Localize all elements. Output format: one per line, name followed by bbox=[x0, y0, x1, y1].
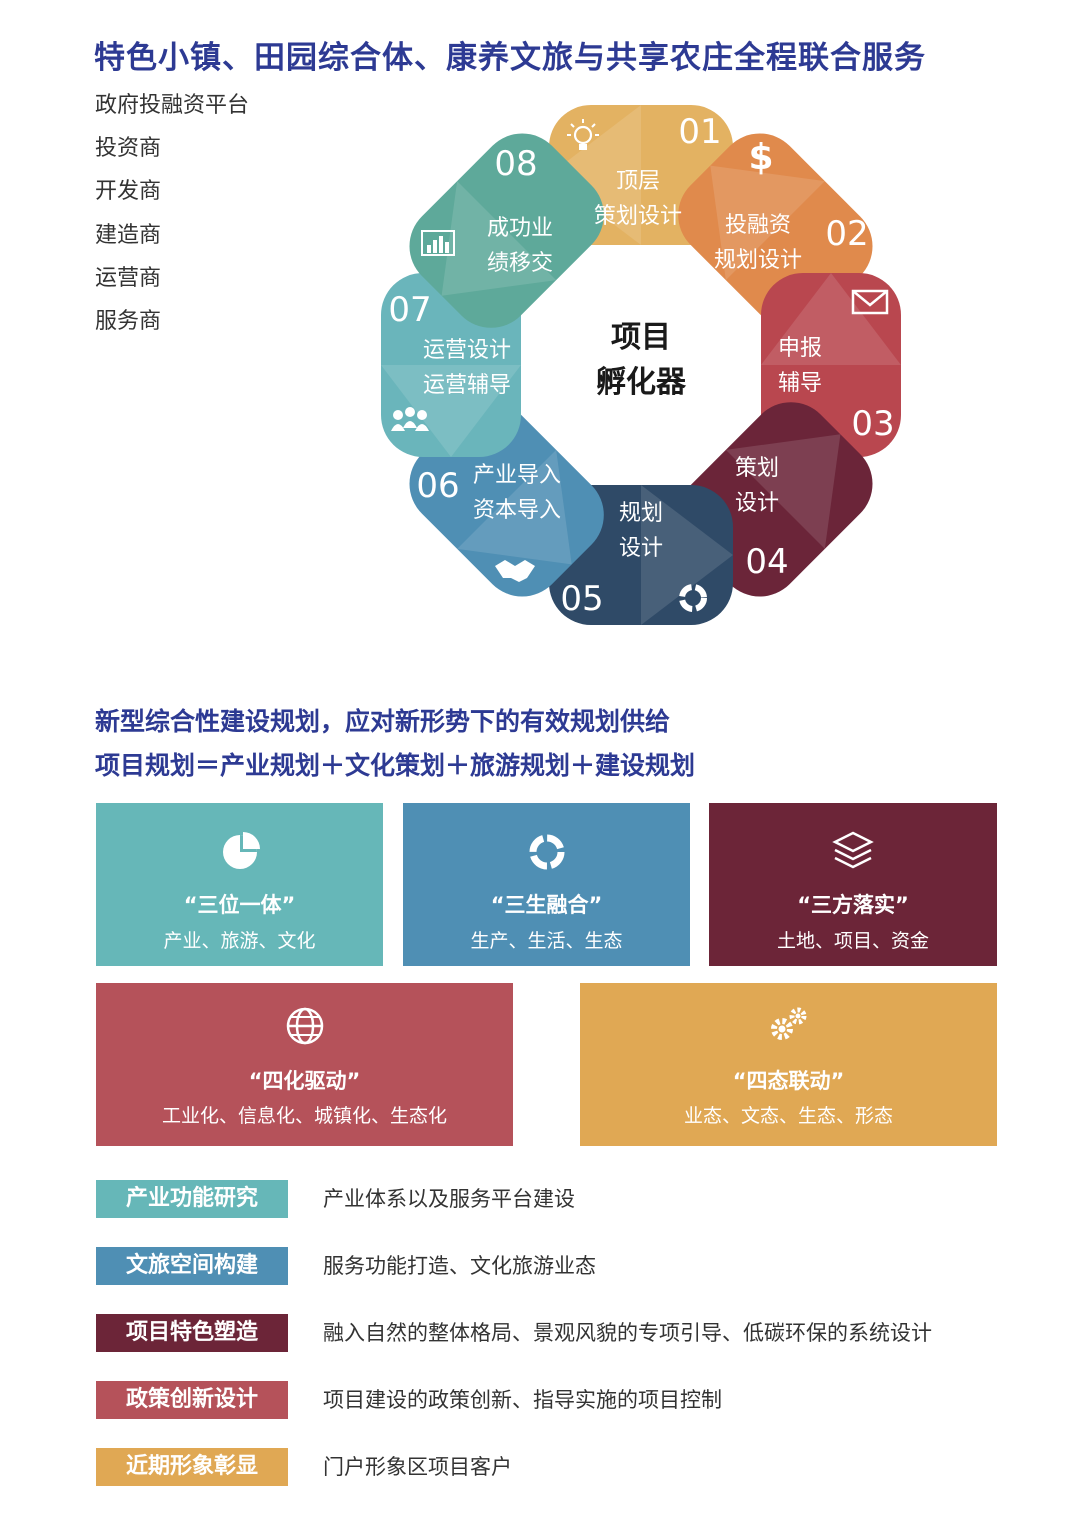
incubator-petal-number: 08 bbox=[494, 144, 537, 184]
stakeholder-list: 政府投融资平台 投资商 开发商 建造商 运营商 服务商 bbox=[95, 90, 249, 349]
incubator-petal-number: 07 bbox=[388, 290, 431, 330]
incubator-petal-label: 顶层 bbox=[616, 169, 660, 194]
incubator-petal-label: 成功业 bbox=[487, 216, 553, 241]
incubator-petal-label: 策划 bbox=[735, 456, 779, 481]
feature-box-title: “三方落实” bbox=[797, 893, 909, 917]
stakeholder-item: 政府投融资平台 bbox=[95, 93, 250, 118]
cycle-icon bbox=[526, 831, 568, 877]
incubator-petal-label: 运营辅导 bbox=[423, 373, 511, 398]
incubator-petal-shape bbox=[409, 133, 604, 328]
feature-box-four-modernization: “四化驱动” 工业化、信息化、城镇化、生态化 bbox=[96, 983, 513, 1146]
feature-box-title: “四态联动” bbox=[732, 1069, 845, 1093]
incubator-petal-number: 04 bbox=[745, 542, 788, 582]
stakeholder-item: 建造商 bbox=[95, 222, 162, 248]
people-icon bbox=[391, 407, 429, 431]
incubator-petal-number: 03 bbox=[851, 404, 894, 444]
incubator-petal-label: 规划设计 bbox=[714, 248, 802, 273]
item-tag: 近期形象彰显 bbox=[96, 1448, 288, 1486]
feature-box-title: “三生融合” bbox=[490, 893, 603, 917]
item-tag: 政策创新设计 bbox=[96, 1381, 288, 1419]
incubator-petal-label: 产业导入 bbox=[473, 463, 561, 488]
gears-icon bbox=[767, 1005, 811, 1049]
incubator-petal-label: 设计 bbox=[619, 536, 663, 561]
incubator-petal-label: 策划设计 bbox=[594, 204, 682, 229]
incubator-petal-number: 01 bbox=[678, 112, 721, 152]
envelope-icon bbox=[851, 289, 889, 315]
item-desc: 产业体系以及服务平台建设 bbox=[323, 1187, 575, 1211]
stakeholder-item: 投资商 bbox=[95, 136, 162, 162]
incubator-petal bbox=[409, 133, 604, 328]
feature-box-trinity: “三位一体” 产业、旅游、文化 bbox=[96, 803, 383, 966]
incubator-petal-label: 设计 bbox=[735, 491, 779, 516]
incubator-petal-label: 资本导入 bbox=[473, 498, 561, 523]
feature-box-three-life: “三生融合” 生产、生活、生态 bbox=[403, 803, 690, 966]
subtitle-2: 项目规划＝产业规划＋文化策划＋旅游规划＋建设规划 bbox=[95, 751, 696, 780]
feature-box-desc: 业态、文态、生态、形态 bbox=[683, 1105, 893, 1127]
incubator-petal-number: 05 bbox=[560, 579, 603, 619]
dollar-icon: $ bbox=[748, 137, 773, 178]
feature-box-desc: 生产、生活、生态 bbox=[470, 930, 623, 952]
incubator-petal-label: 辅导 bbox=[778, 371, 822, 396]
incubator-petal-label: 运营设计 bbox=[423, 338, 511, 363]
item-tag: 文旅空间构建 bbox=[96, 1247, 288, 1285]
page-title: 特色小镇、田园综合体、康养文旅与共享农庄全程联合服务 bbox=[94, 40, 926, 76]
bar-chart-icon bbox=[421, 230, 455, 256]
feature-box-title: “四化驱动” bbox=[248, 1069, 361, 1093]
cycle-icon bbox=[679, 584, 707, 612]
lightbulb-icon bbox=[567, 119, 599, 150]
globe-icon bbox=[284, 1005, 326, 1051]
incubator-center-line-2: 孵化器 bbox=[596, 365, 687, 400]
item-desc: 门户形象区项目客户 bbox=[323, 1455, 512, 1479]
incubator-center-line-1: 项目 bbox=[611, 320, 671, 355]
item-desc: 项目建设的政策创新、指导实施的项目控制 bbox=[323, 1388, 722, 1412]
incubator-petal-label: 规划 bbox=[619, 501, 663, 526]
incubator-petal-label: 申报 bbox=[778, 336, 822, 361]
incubator-petal-label: 投融资 bbox=[725, 213, 791, 238]
incubator-petal-number: 02 bbox=[825, 214, 868, 254]
stakeholder-item: 开发商 bbox=[95, 179, 162, 205]
layers-icon bbox=[831, 829, 875, 877]
stakeholder-item: 服务商 bbox=[95, 308, 162, 334]
svg-text:$: $ bbox=[748, 137, 773, 178]
item-desc: 服务功能打造、文化旅游业态 bbox=[323, 1254, 596, 1278]
stakeholder-item: 运营商 bbox=[95, 265, 162, 291]
item-tag: 项目特色塑造 bbox=[96, 1314, 288, 1352]
feature-box-desc: 工业化、信息化、城镇化、生态化 bbox=[161, 1105, 447, 1127]
pie-chart-icon bbox=[219, 831, 261, 877]
item-tag: 产业功能研究 bbox=[96, 1180, 288, 1218]
incubator-petal-number: 06 bbox=[416, 466, 459, 506]
feature-box-title: “三位一体” bbox=[183, 893, 296, 917]
incubator-petal-label: 绩移交 bbox=[487, 251, 553, 276]
handshake-icon bbox=[495, 560, 535, 582]
feature-box-desc: 产业、旅游、文化 bbox=[163, 930, 316, 952]
feature-box-three-party: “三方落实” 土地、项目、资金 bbox=[709, 803, 997, 966]
item-desc: 融入自然的整体格局、景观风貌的专项引导、低碳环保的系统设计 bbox=[323, 1321, 932, 1345]
feature-box-desc: 土地、项目、资金 bbox=[776, 930, 929, 952]
subtitle-1: 新型综合性建设规划，应对新形势下的有效规划供给 bbox=[95, 707, 671, 736]
feature-box-four-form: “四态联动” 业态、文态、生态、形态 bbox=[580, 983, 997, 1146]
